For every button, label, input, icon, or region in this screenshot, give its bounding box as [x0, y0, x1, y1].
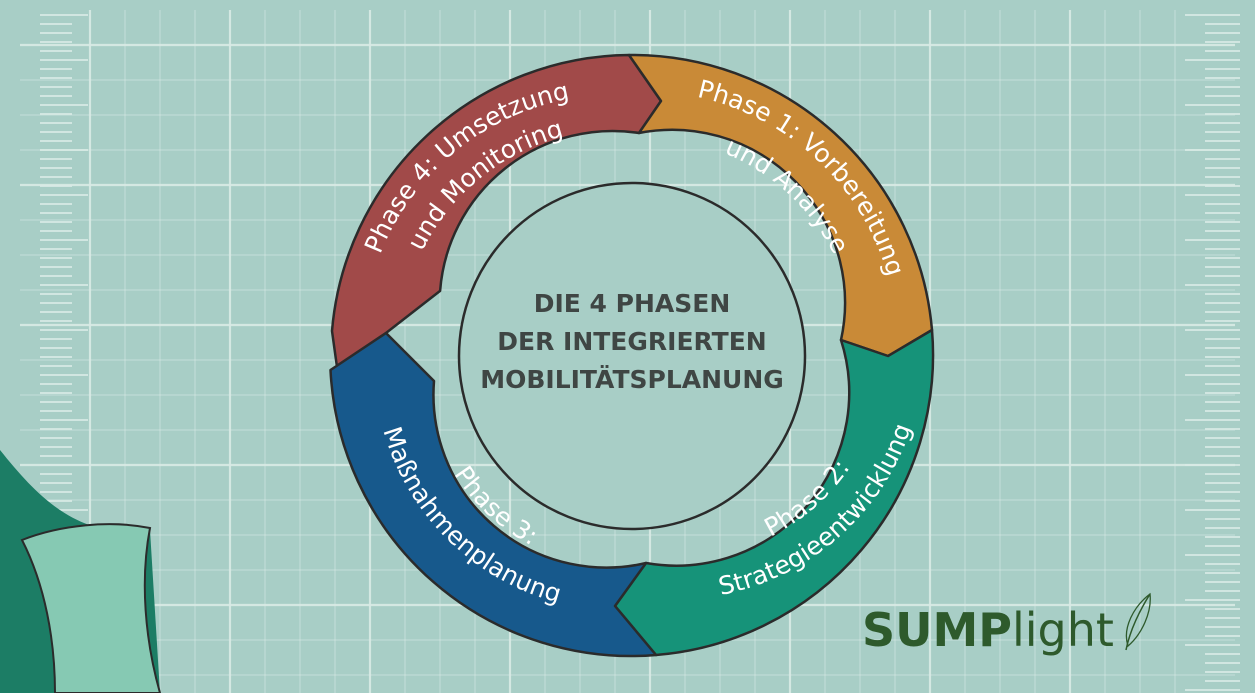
sumplight-logo: SUMPlight: [862, 592, 1151, 657]
svg-text:SUMPlight: SUMPlight: [862, 603, 1114, 657]
center-title-line-3: MOBILITÄTSPLANUNG: [480, 364, 784, 394]
ruler-ticks: [40, 14, 1240, 691]
center-title-line-1: DIE 4 PHASEN: [534, 289, 731, 318]
phase3-segment: [329, 331, 658, 658]
logo-text-bold: SUMP: [862, 603, 1012, 657]
page-curl: [20, 523, 162, 693]
feather-icon: [1125, 592, 1151, 651]
center-disc: [457, 181, 807, 531]
center-title-line-2: DER INTEGRIERTEN: [497, 327, 766, 356]
logo-text-light: light: [1012, 603, 1114, 657]
